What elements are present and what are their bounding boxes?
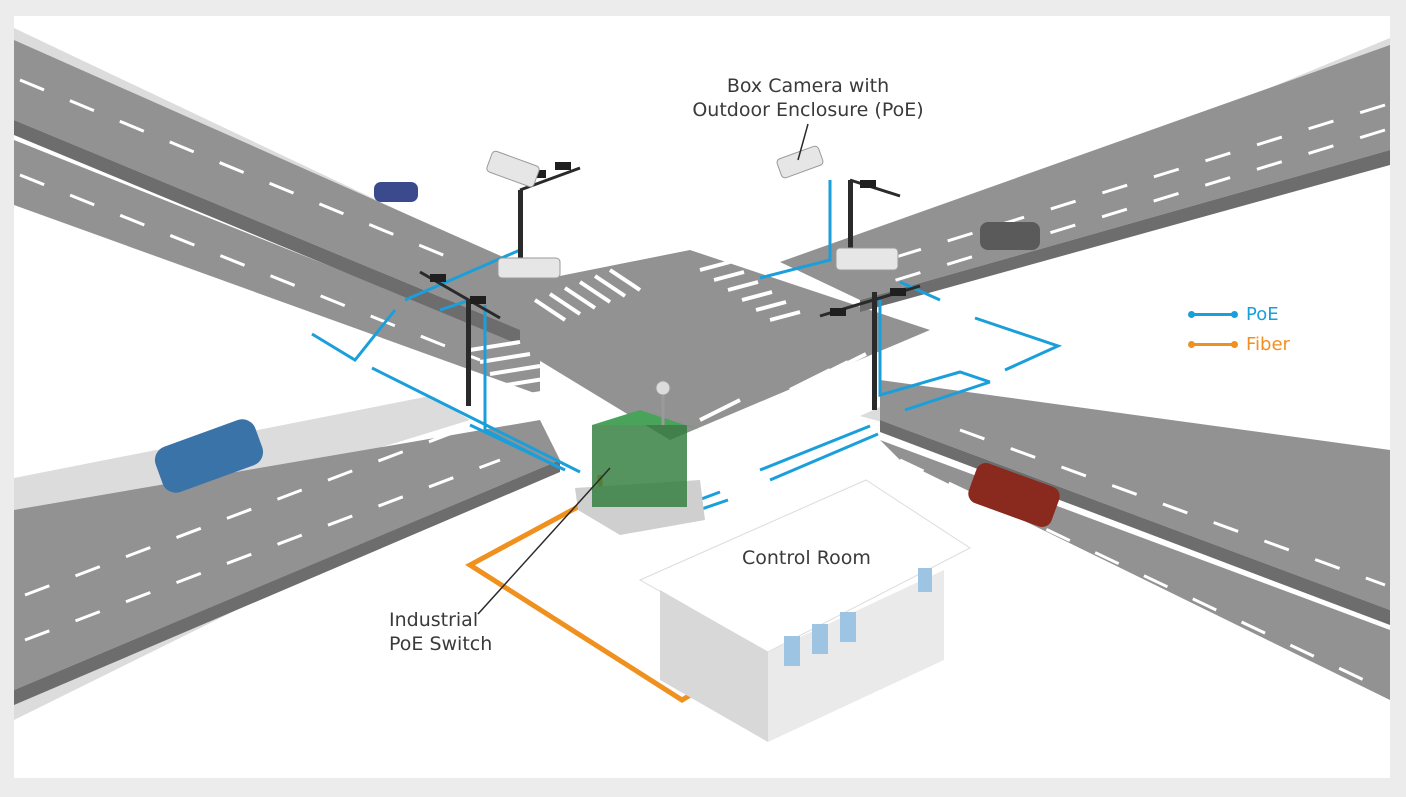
legend-swatch-poe [1188, 311, 1238, 318]
crosswalks [469, 260, 867, 438]
control-room-icon [638, 479, 971, 742]
roads [14, 40, 1390, 700]
control-room-label: Control Room [742, 547, 871, 569]
switch-label-line2: PoE Switch [389, 633, 493, 655]
road-shoulders [14, 120, 1390, 705]
switch-label: Industrial PoE Switch [389, 608, 492, 656]
car-icon [154, 182, 1060, 527]
legend-label-fiber: Fiber [1246, 334, 1290, 355]
box-camera-icon [486, 145, 899, 279]
camera-label-line2: Outdoor Enclosure (PoE) [692, 99, 924, 121]
lane-markings [19, 78, 1386, 692]
legend-item-poe: PoE [1188, 304, 1279, 325]
switch-label-line1: Industrial [389, 609, 479, 631]
legend-label-poe: PoE [1246, 304, 1279, 325]
camera-label-line1: Box Camera with [726, 75, 890, 97]
camera-leader-line [797, 123, 809, 161]
legend-item-fiber: Fiber [1188, 334, 1290, 355]
legend-swatch-fiber [1188, 341, 1238, 348]
camera-label: Box Camera with Outdoor Enclosure (PoE) [668, 74, 948, 122]
industrial-switch-icon [575, 380, 705, 535]
switch-leader-line [477, 467, 611, 615]
